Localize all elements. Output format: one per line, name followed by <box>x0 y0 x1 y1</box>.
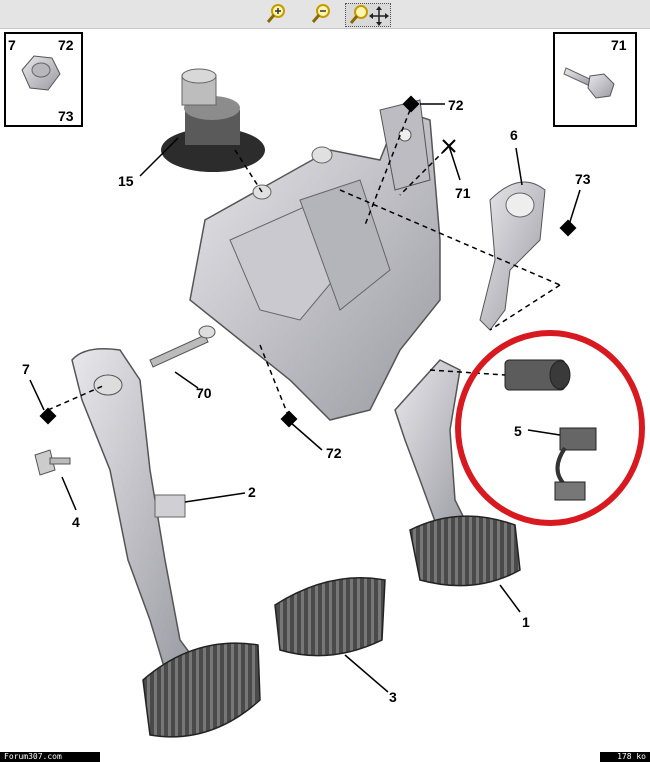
callout-4: 4 <box>72 514 80 530</box>
callout-71: 71 <box>455 185 471 201</box>
marker-7 <box>39 407 57 425</box>
toolbar <box>0 0 650 29</box>
inset-label-7: 7 <box>8 37 16 53</box>
zoom-out-icon <box>311 4 330 23</box>
zoom-in-icon <box>266 4 285 23</box>
part-70-bolt <box>149 325 216 368</box>
pedal-2-arm <box>71 348 197 671</box>
callout-15: 15 <box>118 173 134 189</box>
bolt-head-icon <box>587 73 615 99</box>
pedal-box-bracket <box>189 99 441 421</box>
callout-70: 70 <box>196 385 212 401</box>
zoom-pan-icon <box>349 5 389 26</box>
part-5-switch <box>504 359 597 501</box>
nut-hole <box>31 62 51 78</box>
zoom-in-button[interactable] <box>263 3 289 25</box>
callout-72-bottom: 72 <box>326 445 342 461</box>
marker-72-bottom <box>280 410 298 428</box>
callout-5: 5 <box>514 423 522 439</box>
pedal-1-arm <box>394 359 472 536</box>
callout-3: 3 <box>389 689 397 705</box>
callout-2: 2 <box>248 484 256 500</box>
callout-73: 73 <box>575 171 591 187</box>
callout-7: 7 <box>22 361 30 377</box>
inset-bolt-frame <box>553 32 637 127</box>
callout-1: 1 <box>522 614 530 630</box>
part-6-bracket <box>479 181 546 331</box>
inset-label-73: 73 <box>58 108 74 124</box>
inset-bolt: 71 <box>553 32 637 127</box>
footer-site-label: Forum307.com <box>0 752 100 762</box>
assembly-lines <box>47 109 561 421</box>
inset-label-71: 71 <box>611 37 627 53</box>
pedal-pad-2 <box>142 642 261 738</box>
pedal-pad-1 <box>409 515 521 587</box>
leader-lines <box>29 103 581 693</box>
callout-72-top: 72 <box>448 97 464 113</box>
footer-size-label: 178 ko <box>600 752 650 762</box>
marker-72-top <box>402 95 420 113</box>
highlight-circle <box>455 330 645 526</box>
callout-6: 6 <box>510 127 518 143</box>
pedal-assembly-diagram: 7 72 73 71 <box>4 32 645 738</box>
part-4-clip <box>34 449 71 476</box>
zoom-pan-button[interactable] <box>345 3 391 27</box>
inset-nut: 7 72 73 <box>4 32 83 127</box>
pedal-pad-3 <box>274 577 386 657</box>
zoom-out-button[interactable] <box>308 3 334 25</box>
part-15-mount <box>161 68 265 172</box>
inset-label-72: 72 <box>58 37 74 53</box>
